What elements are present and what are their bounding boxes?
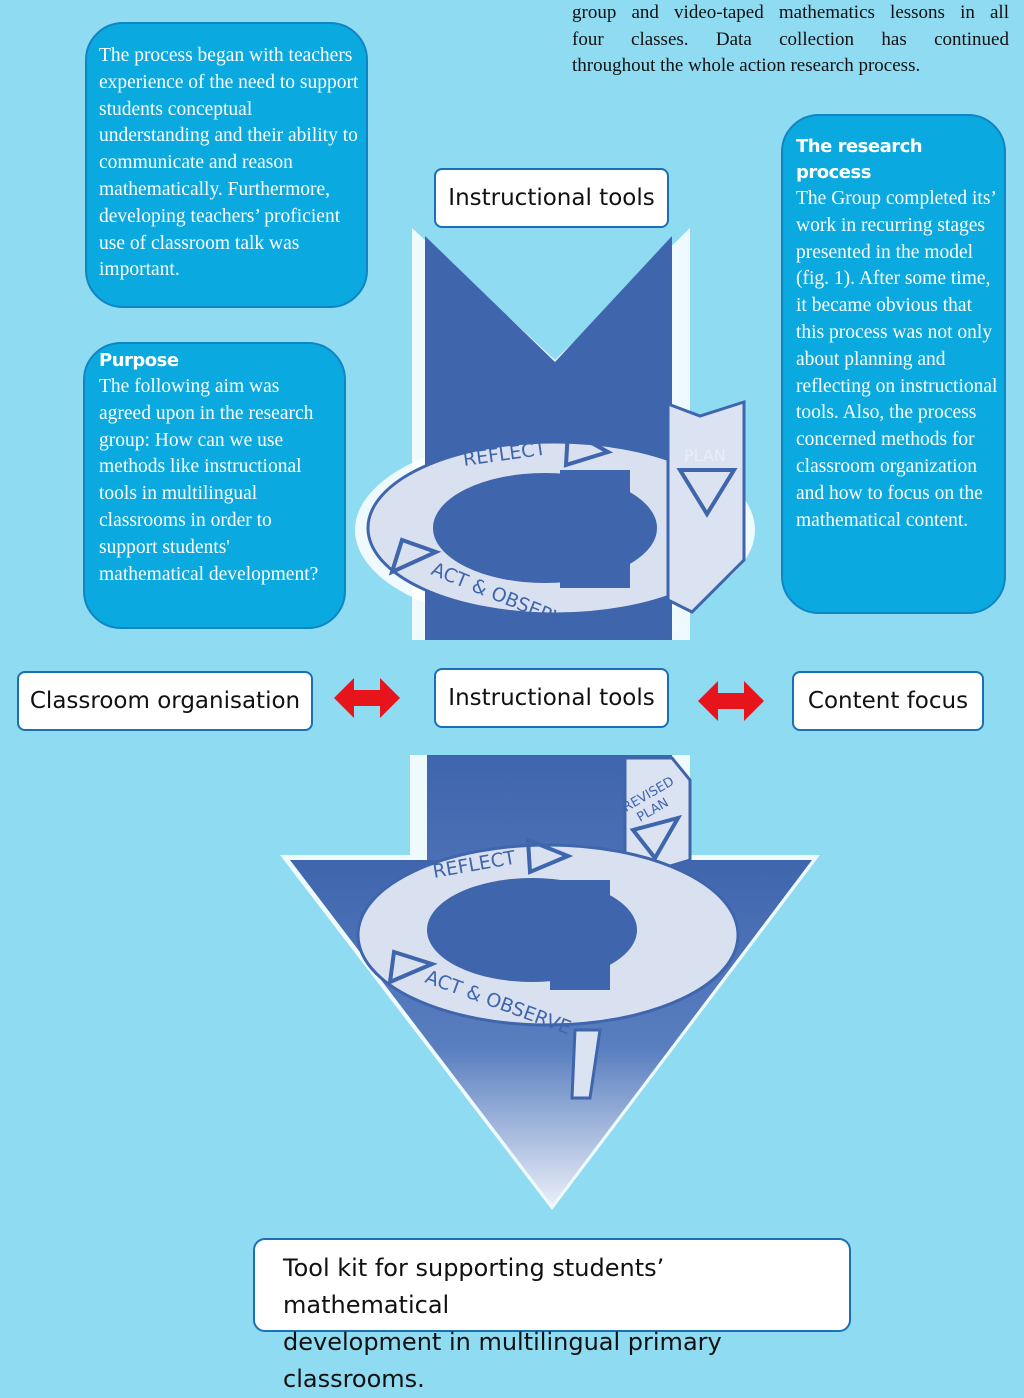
toolkit-caption-line-2: development in multilingual primary clas…	[283, 1328, 722, 1393]
bottom-plan-triangle-icon	[629, 814, 683, 862]
content-focus-label: Content focus	[807, 688, 969, 714]
top-plan-label: PLAN	[684, 446, 726, 465]
content-focus-box: Content focus	[792, 671, 984, 731]
purpose-bubble: Purpose The following aim was agreed upo…	[83, 342, 346, 629]
top-instructional-tools-box: Instructional tools	[434, 168, 669, 228]
intro-line-3: throughout the whole action research pro…	[572, 55, 921, 76]
top-plan-flap	[666, 399, 746, 614]
research-process-bubble: The research process The Group completed…	[781, 114, 1006, 614]
bottom-reflect-triangle-icon	[525, 836, 574, 875]
intro-paragraph: group and video-taped mathematics lesson…	[572, 0, 1009, 80]
middle-instructional-tools-box: Instructional tools	[434, 668, 669, 728]
top-act-triangle-icon	[388, 537, 442, 576]
intro-line-2: four classes. Data collection has contin…	[572, 28, 1009, 50]
bottom-cycle-figure: REFLECT REVISED PLAN ACT & OBSERVE	[280, 755, 820, 1210]
research-process-text: The Group completed its’ work in recurri…	[796, 188, 998, 531]
background-text: The process began with teachers experien…	[99, 45, 359, 281]
research-process-heading: The research process	[796, 136, 923, 183]
top-cycle-figure: REFLECT PLAN ACT & OBSERVE	[355, 228, 755, 640]
top-plan-triangle-icon	[676, 468, 738, 518]
middle-instructional-tools-label: Instructional tools	[448, 685, 655, 711]
bottom-act-triangle-icon	[387, 949, 438, 986]
top-instructional-tools-label: Instructional tools	[448, 185, 655, 211]
top-reflect-triangle-icon	[563, 426, 614, 468]
toolkit-caption-box: Tool kit for supporting students’ mathem…	[253, 1238, 851, 1393]
classroom-organisation-label: Classroom organisation	[29, 688, 301, 714]
purpose-heading: Purpose	[99, 350, 179, 371]
bottom-tail-strip	[570, 1028, 602, 1100]
purpose-text: The following aim was agreed upon in the…	[99, 376, 319, 585]
cycle-diagram: REFLECT PLAN ACT & OBSERVE REFLECT REVIS…	[280, 228, 820, 1210]
left-double-arrow-icon	[334, 678, 400, 718]
intro-line-1: group and video-taped mathematics lesson…	[572, 2, 1009, 23]
classroom-organisation-box: Classroom organisation	[17, 671, 313, 731]
background-bubble: The process began with teachers experien…	[85, 22, 368, 308]
right-double-arrow-icon	[698, 681, 764, 721]
toolkit-caption-line-1: Tool kit for supporting students’ mathem…	[283, 1254, 665, 1319]
